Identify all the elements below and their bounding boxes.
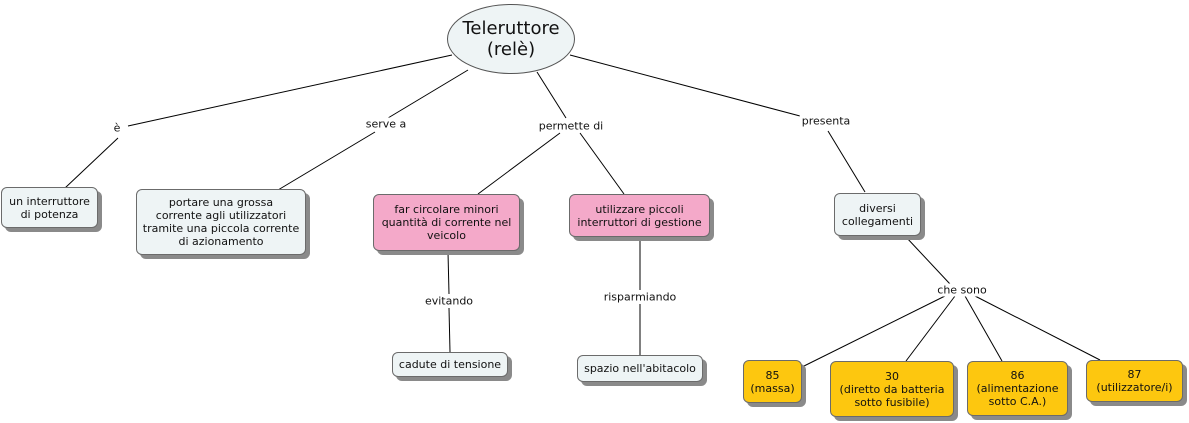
connector-line (448, 307, 451, 353)
link-label-permette-di: permette di (536, 119, 606, 133)
link-label-e: è (111, 121, 123, 135)
concept-interruttore[interactable]: un interruttore di potenza (1, 187, 98, 228)
link-label-presenta: presenta (799, 114, 853, 128)
link-label-che-sono: che sono (935, 283, 989, 297)
connector-line (387, 69, 469, 119)
concept-portare-corrente[interactable]: portare una grossa corrente agli utilizz… (136, 189, 306, 255)
link-label-serve-a: serve a (363, 117, 409, 131)
terminal-30[interactable]: 30 (diretto da batteria sotto fusibile) (830, 361, 954, 417)
connector-line (964, 295, 1003, 362)
connector-line (477, 132, 561, 195)
connector-line (974, 295, 1101, 361)
connector-line (579, 132, 625, 195)
connector-line (569, 54, 801, 117)
concept-spazio-abitacolo[interactable]: spazio nell'abitacolo (577, 355, 703, 382)
root-node[interactable]: Teleruttore (relè) (447, 4, 575, 74)
connector-line (127, 54, 453, 127)
connector-line (905, 236, 951, 285)
concept-piccoli-interruttori[interactable]: utilizzare piccoli interruttori di gesti… (569, 194, 710, 237)
terminal-86[interactable]: 86 (alimentazione sotto C.A.) (967, 361, 1068, 416)
connector-line (64, 137, 119, 189)
connector-line (536, 71, 567, 119)
concept-circolare-corrente[interactable]: far circolare minori quantità di corrent… (373, 194, 520, 251)
connector-line (827, 130, 866, 193)
terminal-85[interactable]: 85 (massa) (743, 360, 802, 403)
concept-cadute-tensione[interactable]: cadute di tensione (392, 352, 508, 377)
connector-line (447, 251, 450, 295)
terminal-87[interactable]: 87 (utilizzatore/i) (1086, 360, 1183, 402)
connector-line (905, 295, 956, 362)
concept-collegamenti[interactable]: diversi collegamenti (834, 193, 921, 236)
link-label-risparmiando: risparmiando (601, 290, 679, 304)
link-label-evitando: evitando (422, 294, 476, 308)
connector-line (799, 295, 946, 369)
connector-line (277, 131, 376, 191)
